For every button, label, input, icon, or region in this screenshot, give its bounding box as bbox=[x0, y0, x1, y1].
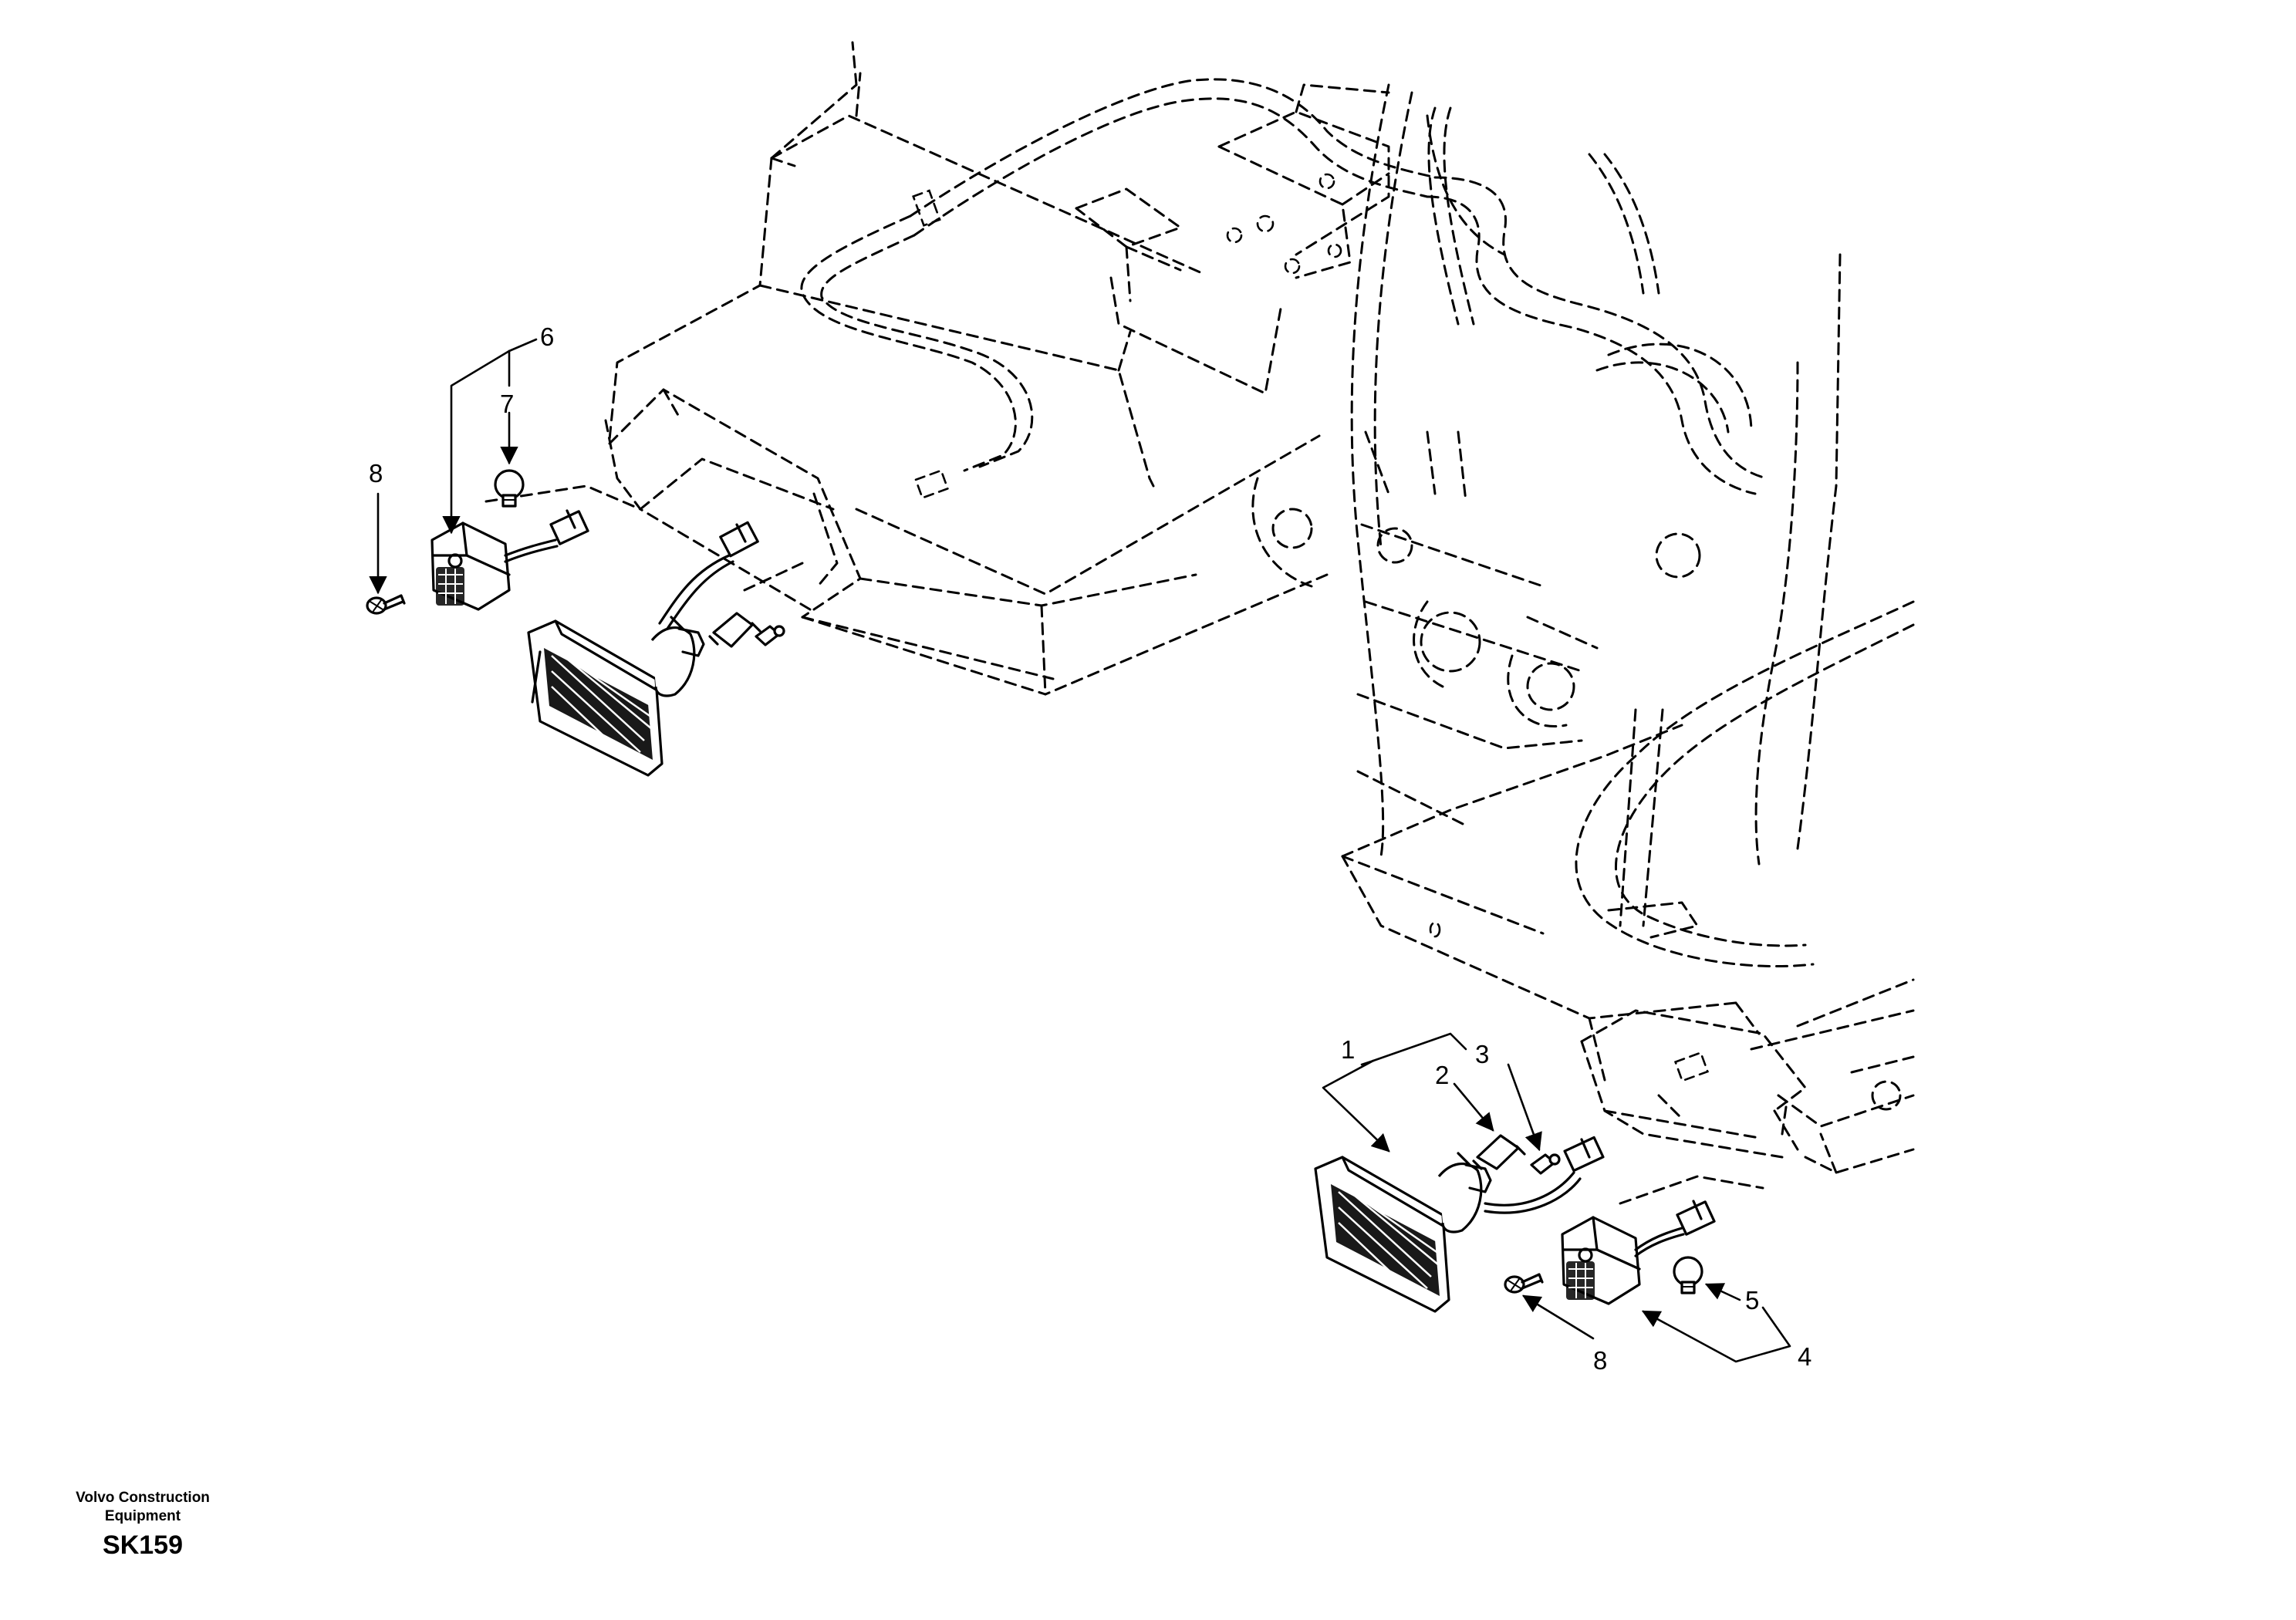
headlamp-lens-left bbox=[544, 648, 653, 760]
work-headlamp-left bbox=[527, 521, 759, 777]
leader-1 bbox=[1322, 1059, 1390, 1153]
callout-6: 6 bbox=[540, 322, 554, 351]
screw-left bbox=[366, 594, 406, 615]
callout-7: 7 bbox=[500, 390, 514, 418]
callout-3: 3 bbox=[1475, 1040, 1489, 1068]
mount-phantom-line-left-2 bbox=[743, 562, 804, 592]
work-headlamp-right bbox=[1314, 1136, 1605, 1313]
side-light-lens-grid-left bbox=[436, 567, 464, 606]
callout-labels: 6 7 8 1 2 3 5 4 8 bbox=[369, 322, 1811, 1375]
mount-phantom-line-right bbox=[1619, 1175, 1764, 1205]
machine-frame-phantom bbox=[604, 41, 1915, 1174]
side-light-lens-grid-right bbox=[1566, 1261, 1595, 1300]
leader-1-stub bbox=[1360, 1059, 1375, 1066]
callout-5: 5 bbox=[1745, 1286, 1759, 1315]
leader-4 bbox=[1641, 1306, 1791, 1363]
headlamp-small-bulb-left bbox=[755, 625, 785, 646]
manufacturer-line-1: Volvo Construction bbox=[76, 1490, 210, 1506]
callout-4: 4 bbox=[1798, 1342, 1811, 1371]
left-side-lamp-group bbox=[366, 469, 804, 777]
leader-lines bbox=[369, 338, 1791, 1363]
side-light-housing-left bbox=[430, 509, 589, 611]
callout-1: 1 bbox=[1341, 1035, 1355, 1064]
footer: Volvo Construction Equipment SK159 bbox=[46, 1489, 239, 1561]
screw-right bbox=[1504, 1273, 1544, 1294]
callout-2: 2 bbox=[1435, 1061, 1449, 1089]
drawing-code: SK159 bbox=[103, 1531, 183, 1560]
callout-8-right: 8 bbox=[1593, 1346, 1607, 1375]
headlamp-bulb-right bbox=[1472, 1134, 1526, 1170]
headlamp-bulb-left bbox=[708, 612, 761, 648]
bulb-left bbox=[494, 469, 525, 508]
headlamp-small-bulb-right bbox=[1530, 1153, 1561, 1175]
leader-8-right bbox=[1522, 1294, 1595, 1340]
leader-5 bbox=[1704, 1283, 1741, 1301]
headlamp-lens-right bbox=[1331, 1184, 1440, 1296]
leader-1-branch bbox=[1372, 1032, 1467, 1062]
manufacturer-line-2: Equipment bbox=[104, 1508, 181, 1524]
side-light-housing-right bbox=[1561, 1200, 1716, 1305]
right-side-lamp-group bbox=[1314, 1134, 1764, 1313]
leader-3 bbox=[1507, 1063, 1542, 1152]
bulb-right bbox=[1673, 1256, 1703, 1294]
callout-8-left: 8 bbox=[369, 459, 383, 488]
leader-6-to-housing bbox=[442, 349, 511, 535]
leader-6-stub bbox=[508, 338, 538, 353]
leader-2 bbox=[1453, 1082, 1494, 1132]
